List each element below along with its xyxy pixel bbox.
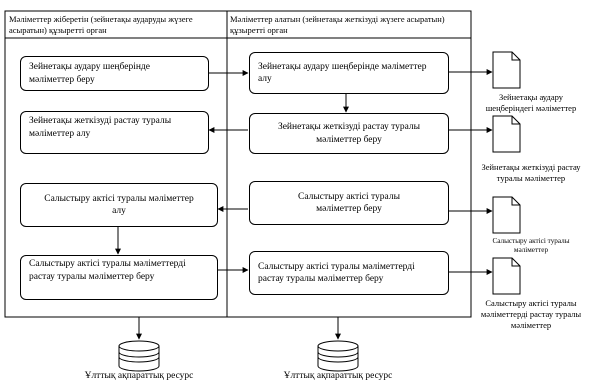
process-box-text: Зейнетақы жеткізуді растау туралы — [29, 116, 172, 126]
document-icon-1 — [492, 51, 521, 89]
document-label-4: Салыстыру актісі туралы мәліметтерді рас… — [472, 298, 590, 331]
document-label-text: шеңберіндегі мәліметтер — [485, 103, 577, 113]
process-box-text: Салыстыру актісі туралы — [298, 191, 400, 202]
document-icon-2 — [492, 115, 521, 153]
process-box-text: алу — [112, 206, 126, 216]
document-label-text: туралы мәліметтер — [496, 173, 566, 183]
document-label-text: Салыстыру актісі туралы — [492, 237, 570, 245]
process-box-text: Зейнетақы аудару шеңберінде мәліметтер — [258, 61, 427, 72]
lane-title-sender-line: асыратын) құзыретті орган — [9, 25, 107, 35]
process-box-text: Салыстыру актісі туралы мәліметтерді — [29, 259, 186, 269]
process-box-text: алу — [258, 74, 272, 84]
process-box-text: Зейнетақы аудару шеңберінде — [29, 62, 150, 72]
lane-title-receiver: Мәліметтер алатын (зейнетақы жеткізуді ж… — [230, 14, 470, 36]
document-label-text: Зейнетақы аудару — [499, 92, 563, 102]
document-icon-3 — [492, 196, 521, 234]
document-label-2: Зейнетақы жеткізуді растау туралы мәліме… — [472, 162, 590, 184]
database-icon-left — [118, 340, 160, 372]
process-box-send-transfer-data: Зейнетақы аудару шеңберінде мәліметтер б… — [20, 56, 209, 91]
process-box-text: мәліметтер беру — [316, 134, 382, 145]
process-box-send-act-confirmation: Салыстыру актісі туралы мәліметтерді рас… — [20, 255, 218, 300]
document-label-1: Зейнетақы аудару шеңберіндегі мәліметтер — [472, 92, 590, 114]
lane-title-sender: Мәліметтер жіберетін (зейнетақы аударуды… — [9, 14, 225, 36]
lane-title-receiver-line: құзыретті орган — [230, 25, 288, 35]
document-label-text: Зейнетақы жеткізуді растау — [481, 162, 581, 172]
process-box-text: мәліметтер алу — [29, 128, 91, 139]
lane-title-sender-line: Мәліметтер жіберетін (зейнетақы аударуды… — [9, 14, 193, 24]
process-box-text: мәліметтер беру — [316, 204, 382, 214]
resource-label-left: Ұлттық ақпараттық ресурс — [84, 371, 194, 381]
document-icon-4 — [492, 257, 521, 295]
document-label-text: Салыстыру актісі туралы — [485, 298, 577, 308]
process-box-text: мәліметтер беру — [29, 74, 95, 85]
process-box-receive-act: Салыстыру актісі туралы мәліметтер алу — [20, 183, 218, 227]
process-box-send-act-confirmation-right: Салыстыру актісі туралы мәліметтерді рас… — [249, 251, 449, 295]
resource-label-right: Ұлттық ақпараттық ресурс — [283, 371, 393, 381]
process-box-text: Салыстыру актісі туралы мәліметтер — [44, 193, 194, 204]
process-box-send-confirmation: Зейнетақы жеткізуді растау туралы мәліме… — [249, 113, 449, 154]
process-box-receive-confirmation: Зейнетақы жеткізуді растау туралы мәліме… — [20, 111, 209, 154]
process-box-receive-transfer-data: Зейнетақы аудару шеңберінде мәліметтер а… — [249, 52, 449, 94]
process-box-text: Салыстыру актісі туралы мәліметтерді — [258, 261, 415, 272]
process-box-text: растау туралы мәліметтер беру — [29, 271, 155, 282]
process-box-text: растау туралы мәліметтер беру — [258, 274, 384, 284]
document-label-3: Салыстыру актісі туралы мәліметтер — [472, 237, 590, 255]
lanes-frame — [4, 10, 472, 318]
process-box-text: Зейнетақы жеткізуді растау туралы — [277, 122, 421, 132]
document-label-text: мәліметтер — [510, 320, 552, 330]
document-label-text: мәліметтерді растау туралы — [480, 309, 582, 319]
process-box-send-act: Салыстыру актісі туралы мәліметтер беру — [249, 181, 449, 225]
database-icon-right — [317, 340, 359, 372]
lane-title-receiver-line: Мәліметтер алатын (зейнетақы жеткізуді ж… — [230, 14, 445, 24]
document-label-text: мәліметтер — [513, 246, 549, 254]
